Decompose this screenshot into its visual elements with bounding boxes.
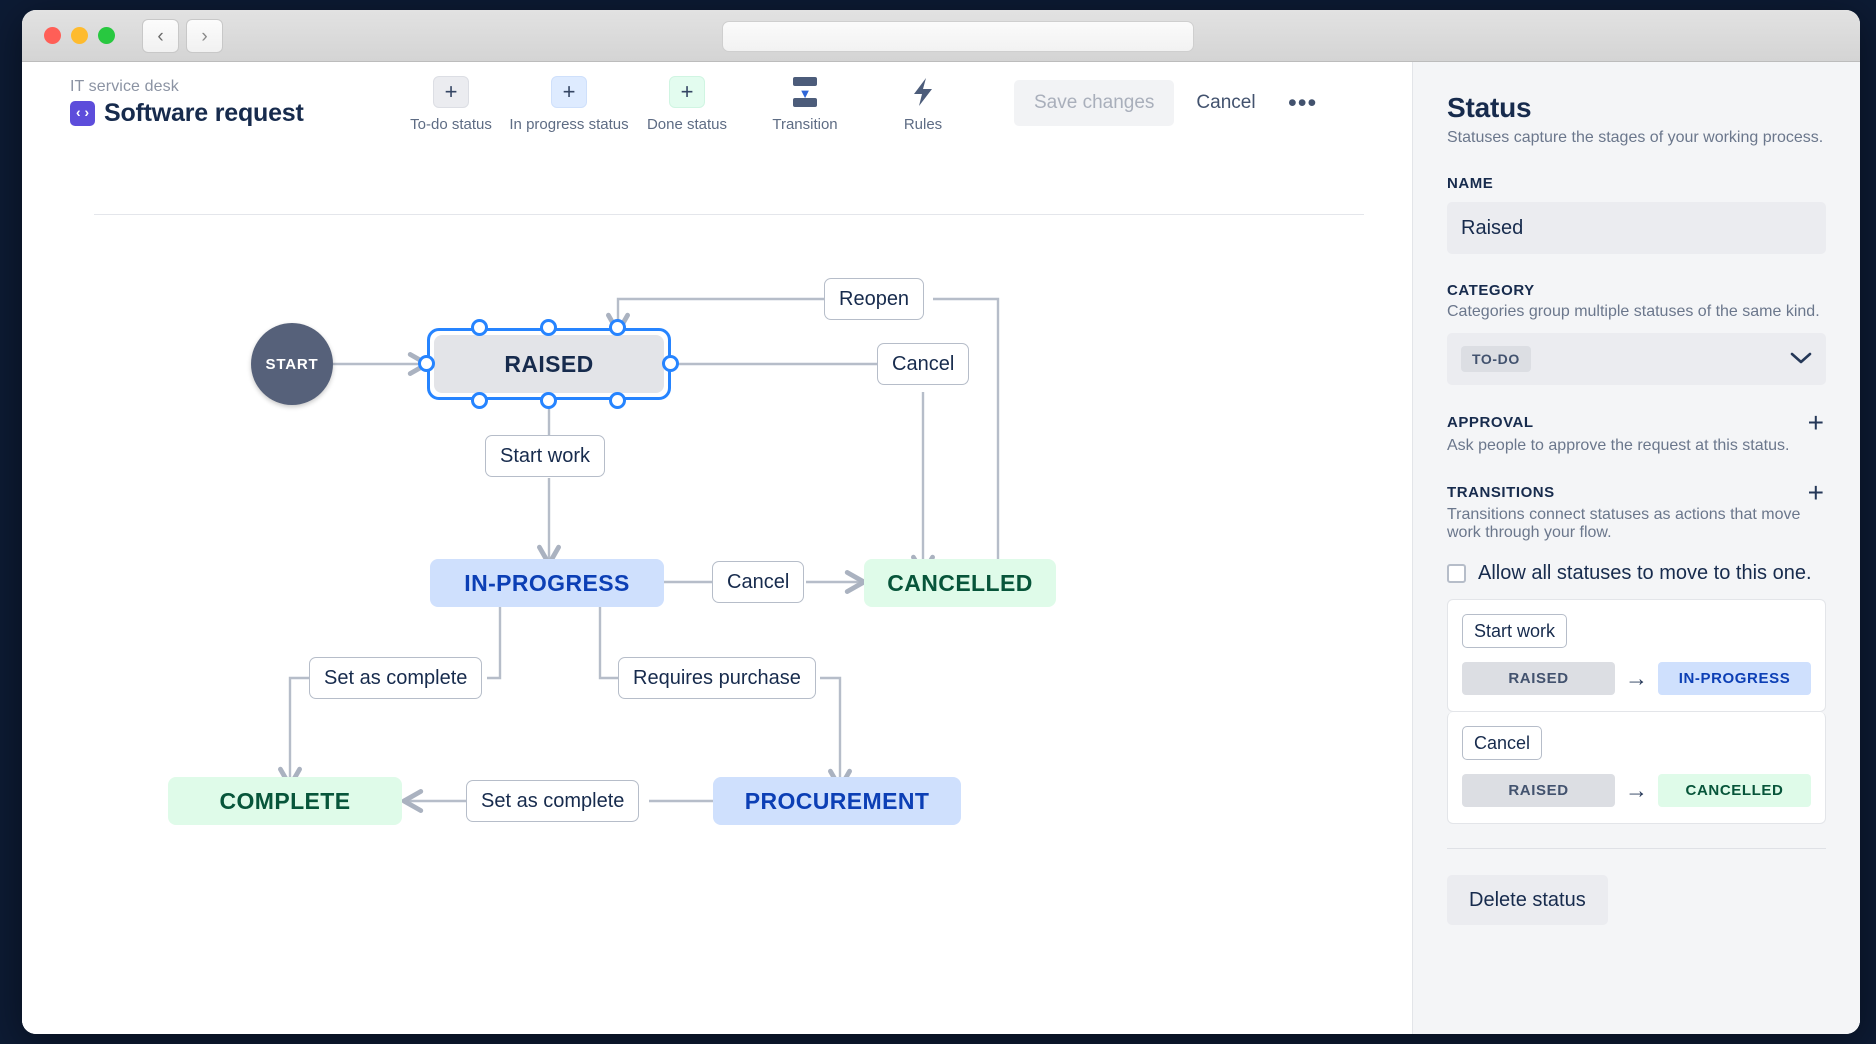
page-title: Software request <box>104 99 304 127</box>
flow-node-procurement[interactable]: PROCUREMENT <box>713 777 961 825</box>
status-name-input[interactable]: Raised <box>1447 202 1826 254</box>
approval-description: Ask people to approve the request at thi… <box>1447 436 1790 454</box>
allow-all-statuses-label: Allow all statuses to move to this one. <box>1478 562 1812 585</box>
workflow-diagram[interactable]: START RAISED IN-PROGRESS CANCELLED COMPL… <box>22 154 1412 1034</box>
approval-label: APPROVAL <box>1447 414 1534 432</box>
transition-label-set-as-complete-ip[interactable]: Set as complete <box>309 657 483 699</box>
browser-navigation: ‹ › <box>142 19 223 53</box>
transition-card[interactable]: Start work RAISED → IN-PROGRESS <box>1447 599 1826 713</box>
plus-icon: + <box>551 76 587 108</box>
lightning-bolt-icon <box>905 76 941 108</box>
add-transition-icon[interactable]: + <box>1807 476 1824 508</box>
back-icon[interactable]: ‹ <box>142 19 179 53</box>
transitions-description: Transitions connect statuses as actions … <box>1447 506 1801 542</box>
flow-node-in-progress[interactable]: IN-PROGRESS <box>430 559 664 607</box>
plus-icon: + <box>669 76 705 108</box>
status-detail-panel: Status Statuses capture the stages of yo… <box>1412 62 1860 1034</box>
transition-label-requires-purchase[interactable]: Requires purchase <box>618 657 816 699</box>
code-brackets-icon: ‹› <box>70 101 95 126</box>
category-label: CATEGORY <box>1447 282 1535 299</box>
toolbar-tools: + To-do status + In progress status + Do… <box>392 76 982 133</box>
flow-node-complete[interactable]: COMPLETE <box>168 777 402 825</box>
forward-icon[interactable]: › <box>186 19 223 53</box>
allow-all-statuses-row[interactable]: Allow all statuses to move to this one. <box>1447 562 1826 585</box>
tool-label: To-do status <box>410 116 492 133</box>
transition-card-name[interactable]: Cancel <box>1462 726 1543 761</box>
tool-todo-status[interactable]: + To-do status <box>392 76 510 133</box>
flow-node-raised[interactable]: RAISED <box>434 335 664 393</box>
address-bar[interactable] <box>722 21 1194 52</box>
transition-label-cancel-in-progress[interactable]: Cancel <box>712 561 805 603</box>
approval-section: APPROVAL + Ask people to approve the req… <box>1447 407 1826 455</box>
close-window-button[interactable] <box>44 27 61 44</box>
transition-icon: ▼ <box>790 76 820 108</box>
transitions-label: TRANSITIONS <box>1447 483 1555 501</box>
transition-from-badge: RAISED <box>1462 662 1615 696</box>
name-section: NAME Raised <box>1447 175 1826 254</box>
resize-handle-top-center[interactable] <box>540 319 557 336</box>
transition-from-badge: RAISED <box>1462 774 1615 808</box>
transition-label-set-as-complete-proc[interactable]: Set as complete <box>466 780 640 822</box>
resize-handle-right[interactable] <box>662 355 679 372</box>
category-select[interactable]: TO-DO <box>1447 333 1826 385</box>
resize-handle-bottom-right[interactable] <box>609 392 626 409</box>
flow-node-cancelled[interactable]: CANCELLED <box>864 559 1056 607</box>
workflow-canvas-column: IT service desk ‹› Software request + To… <box>22 62 1412 1034</box>
arrow-right-icon: → <box>1625 665 1648 692</box>
allow-all-statuses-checkbox[interactable] <box>1447 564 1466 584</box>
panel-divider <box>1447 848 1826 850</box>
tool-label: Transition <box>772 116 838 133</box>
resize-handle-top-right[interactable] <box>609 319 626 336</box>
tool-label: Done status <box>646 116 728 133</box>
browser-titlebar: ‹ › <box>22 10 1860 62</box>
arrow-right-icon: → <box>1625 777 1648 804</box>
plus-icon: + <box>433 76 469 108</box>
name-label: NAME <box>1447 175 1494 192</box>
toolbar-divider <box>94 214 1364 215</box>
save-changes-button[interactable]: Save changes <box>1014 80 1175 126</box>
tool-label: Rules <box>903 116 943 133</box>
transition-label-reopen[interactable]: Reopen <box>824 278 925 320</box>
category-section: CATEGORY Categories group multiple statu… <box>1447 282 1826 385</box>
transition-label-start-work[interactable]: Start work <box>485 435 606 477</box>
chevron-down-icon <box>1790 350 1812 369</box>
resize-handle-bottom-center[interactable] <box>540 392 557 409</box>
transition-card-name[interactable]: Start work <box>1462 614 1568 649</box>
resize-handle-left[interactable] <box>418 355 435 372</box>
transitions-section: TRANSITIONS + Transitions connect status… <box>1447 476 1826 825</box>
panel-subtitle: Statuses capture the stages of your work… <box>1447 129 1824 146</box>
window-controls <box>44 27 115 44</box>
browser-window: ‹ › IT service desk ‹› Software request … <box>22 10 1860 1034</box>
resize-handle-bottom-left[interactable] <box>471 392 488 409</box>
category-value-badge: TO-DO <box>1461 346 1531 372</box>
transition-to-badge: IN-PROGRESS <box>1658 662 1811 696</box>
tool-label: In progress status <box>509 116 629 133</box>
toolbar-actions: Save changes Cancel ••• <box>1014 80 1328 126</box>
tool-rules[interactable]: Rules <box>864 76 982 133</box>
flow-node-start[interactable]: START <box>251 323 333 405</box>
more-options-icon[interactable]: ••• <box>1278 80 1328 126</box>
breadcrumb-project[interactable]: IT service desk <box>70 78 179 95</box>
delete-status-button[interactable]: Delete status <box>1447 875 1608 926</box>
transition-to-badge: CANCELLED <box>1658 774 1811 808</box>
minimize-window-button[interactable] <box>71 27 88 44</box>
breadcrumb: IT service desk ‹› Software request <box>70 78 304 128</box>
panel-title: Status <box>1447 92 1532 123</box>
add-approval-icon[interactable]: + <box>1807 407 1824 438</box>
app-body: IT service desk ‹› Software request + To… <box>22 62 1860 1034</box>
tool-transition[interactable]: ▼ Transition <box>746 76 864 133</box>
resize-handle-top-left[interactable] <box>471 319 488 336</box>
tool-done-status[interactable]: + Done status <box>628 76 746 133</box>
transition-card[interactable]: Cancel RAISED → CANCELLED <box>1447 712 1826 825</box>
maximize-window-button[interactable] <box>98 27 115 44</box>
cancel-button[interactable]: Cancel <box>1180 80 1271 126</box>
workflow-toolbar: IT service desk ‹› Software request + To… <box>22 62 1412 154</box>
tool-in-progress-status[interactable]: + In progress status <box>509 76 629 133</box>
category-description: Categories group multiple statuses of th… <box>1447 303 1820 320</box>
transition-label-cancel-raised[interactable]: Cancel <box>877 343 970 385</box>
